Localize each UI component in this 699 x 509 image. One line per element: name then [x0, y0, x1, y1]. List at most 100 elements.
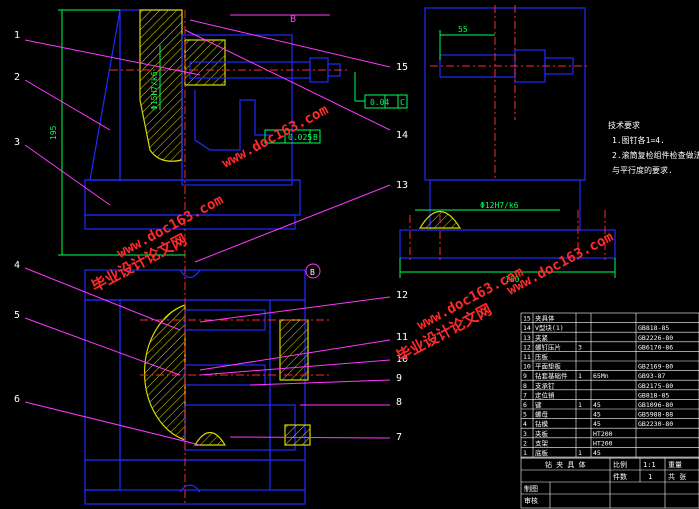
bom-cell-name: 螺钉压片	[535, 342, 561, 351]
tol-par-ref: B	[313, 133, 318, 142]
bom-cell-mat: HT200	[593, 430, 613, 438]
callout-8: 8	[396, 397, 402, 408]
technical-notes: 技术要求 1.图钉各1=4. 2.滚筒复检组件检查做法 与平行度的要求.	[608, 120, 699, 175]
bom-cell-mat: HT200	[593, 439, 613, 447]
weight-label: 重量	[668, 461, 682, 469]
callout-6: 6	[14, 394, 20, 405]
bom-cell-name: 支架	[535, 438, 549, 447]
callout-14: 14	[396, 130, 408, 141]
bom-cell-no: 2	[523, 439, 527, 447]
svg-text:B: B	[290, 14, 296, 25]
side-clamp-section	[279, 319, 309, 381]
scale-label: 比例	[613, 460, 627, 469]
bom-cell-no: 9	[523, 372, 527, 380]
bom-cell-no: 3	[523, 430, 527, 438]
bom-cell-name: 钻套基础件	[535, 371, 568, 380]
bom-cell-no: 8	[523, 382, 527, 390]
sheet-label: 共 张	[668, 472, 686, 481]
bom-cell-name: 夹紧	[535, 333, 549, 342]
bom-cell-std: GB2175-80	[638, 382, 673, 390]
bom-cell-mat: 45	[593, 401, 601, 409]
callouts-left: 1 2 3 4 5 6	[14, 30, 20, 405]
watermark-url-4: www.doc163.com	[504, 229, 616, 299]
bom-cell-std: GB1096-80	[638, 401, 673, 409]
round-workpiece-section	[144, 304, 186, 441]
bom-cell-name: 底板	[535, 448, 549, 457]
callout-3: 3	[14, 137, 20, 148]
dim-height: 195	[49, 125, 58, 140]
bom-cell-mat: 45	[593, 420, 601, 428]
pin-section	[193, 431, 227, 446]
qty-value: 1	[648, 473, 652, 481]
bom-cell-std: GB93-87	[638, 372, 665, 380]
drawing-title: 钻 夹 具 体	[545, 460, 586, 469]
callout-12: 12	[396, 290, 408, 301]
callout-10: 10	[396, 354, 408, 365]
notes-line2: 2.滚筒复检组件检查做法	[612, 150, 699, 160]
callout-13: 13	[396, 180, 408, 191]
tol-flat-ref: C	[400, 98, 405, 107]
tol-flat: 0.04	[370, 98, 389, 107]
notes-line3: 与平行度的要求.	[612, 165, 673, 175]
center-lines	[110, 5, 606, 505]
bom-cell-name: 键	[535, 400, 542, 409]
bom-cell-std: GB5988-88	[638, 411, 673, 419]
bom-cell-mat: 45	[593, 449, 601, 457]
title-block-texts: 钻 夹 具 体 比例 1:1 件数 1 重量 共 张 制图 审核	[524, 460, 686, 505]
bom-cell-no: 7	[523, 391, 527, 399]
dimensions	[58, 9, 616, 278]
dim-base-width: 180	[505, 275, 520, 284]
section-marker: B B	[290, 14, 321, 279]
bom-cell-qty: 1	[578, 449, 582, 457]
tol-par: 0.025	[288, 133, 312, 142]
leader-lines	[24, 14, 391, 446]
draw-label: 制图	[524, 484, 538, 493]
side-frame	[424, 7, 586, 181]
left-wedge	[89, 9, 121, 181]
check-label: 审核	[524, 496, 538, 505]
lower-cavity	[119, 299, 271, 461]
bom-cell-no: 4	[523, 420, 527, 428]
clamp-block	[181, 34, 293, 186]
bom-cell-mat: 45	[593, 411, 601, 419]
callout-15: 15	[396, 62, 408, 73]
callout-9: 9	[396, 373, 402, 384]
title-block	[520, 457, 699, 509]
lower-base	[84, 489, 306, 505]
bom-cell-qty: 1	[578, 401, 582, 409]
bom-cell-name: 钻模	[535, 419, 549, 428]
bom-cell-no: 13	[523, 334, 531, 342]
bom-cell-name: 支承钉	[535, 381, 555, 390]
lower-left-wall	[84, 299, 121, 491]
bom-cell-no: 11	[523, 353, 531, 361]
callouts-right: 15 14 13 12 11 10 9 8 7	[396, 62, 408, 443]
upright-section	[139, 9, 183, 162]
callout-2: 2	[14, 72, 20, 83]
notes-title: 技术要求	[608, 120, 640, 130]
side-view	[399, 7, 616, 259]
bom-cell-qty: 1	[578, 372, 582, 380]
bom-cell-name: V型块(1)	[535, 323, 564, 332]
callout-7: 7	[396, 432, 402, 443]
bom-cell-qty: 3	[578, 343, 582, 351]
bom-cell-no: 15	[523, 315, 531, 323]
bom-cell-std: GB2230-80	[638, 420, 673, 428]
bom-cell-no: 1	[523, 449, 527, 457]
bom-cell-name: 压板	[535, 352, 549, 361]
bom-cell-name: 定位销	[535, 390, 555, 399]
bom-cell-no: 5	[523, 411, 527, 419]
front-view-lower	[84, 269, 311, 505]
bom-cell-name: 平面垫板	[535, 362, 562, 371]
callout-5: 5	[14, 310, 20, 321]
bom-cell-name: 夹具体	[535, 314, 555, 323]
callout-11: 11	[396, 332, 408, 343]
bom-cell-mat: 65Mn	[593, 372, 609, 380]
upper-notch	[179, 269, 201, 279]
base-clamp-section	[284, 424, 311, 446]
bom-cell-std: GB2226-80	[638, 334, 673, 342]
inner-profile	[194, 90, 270, 151]
bom-cell-std: GB6170-86	[638, 343, 673, 351]
dim-bore-fit: Φ15H7/k6	[150, 71, 159, 110]
